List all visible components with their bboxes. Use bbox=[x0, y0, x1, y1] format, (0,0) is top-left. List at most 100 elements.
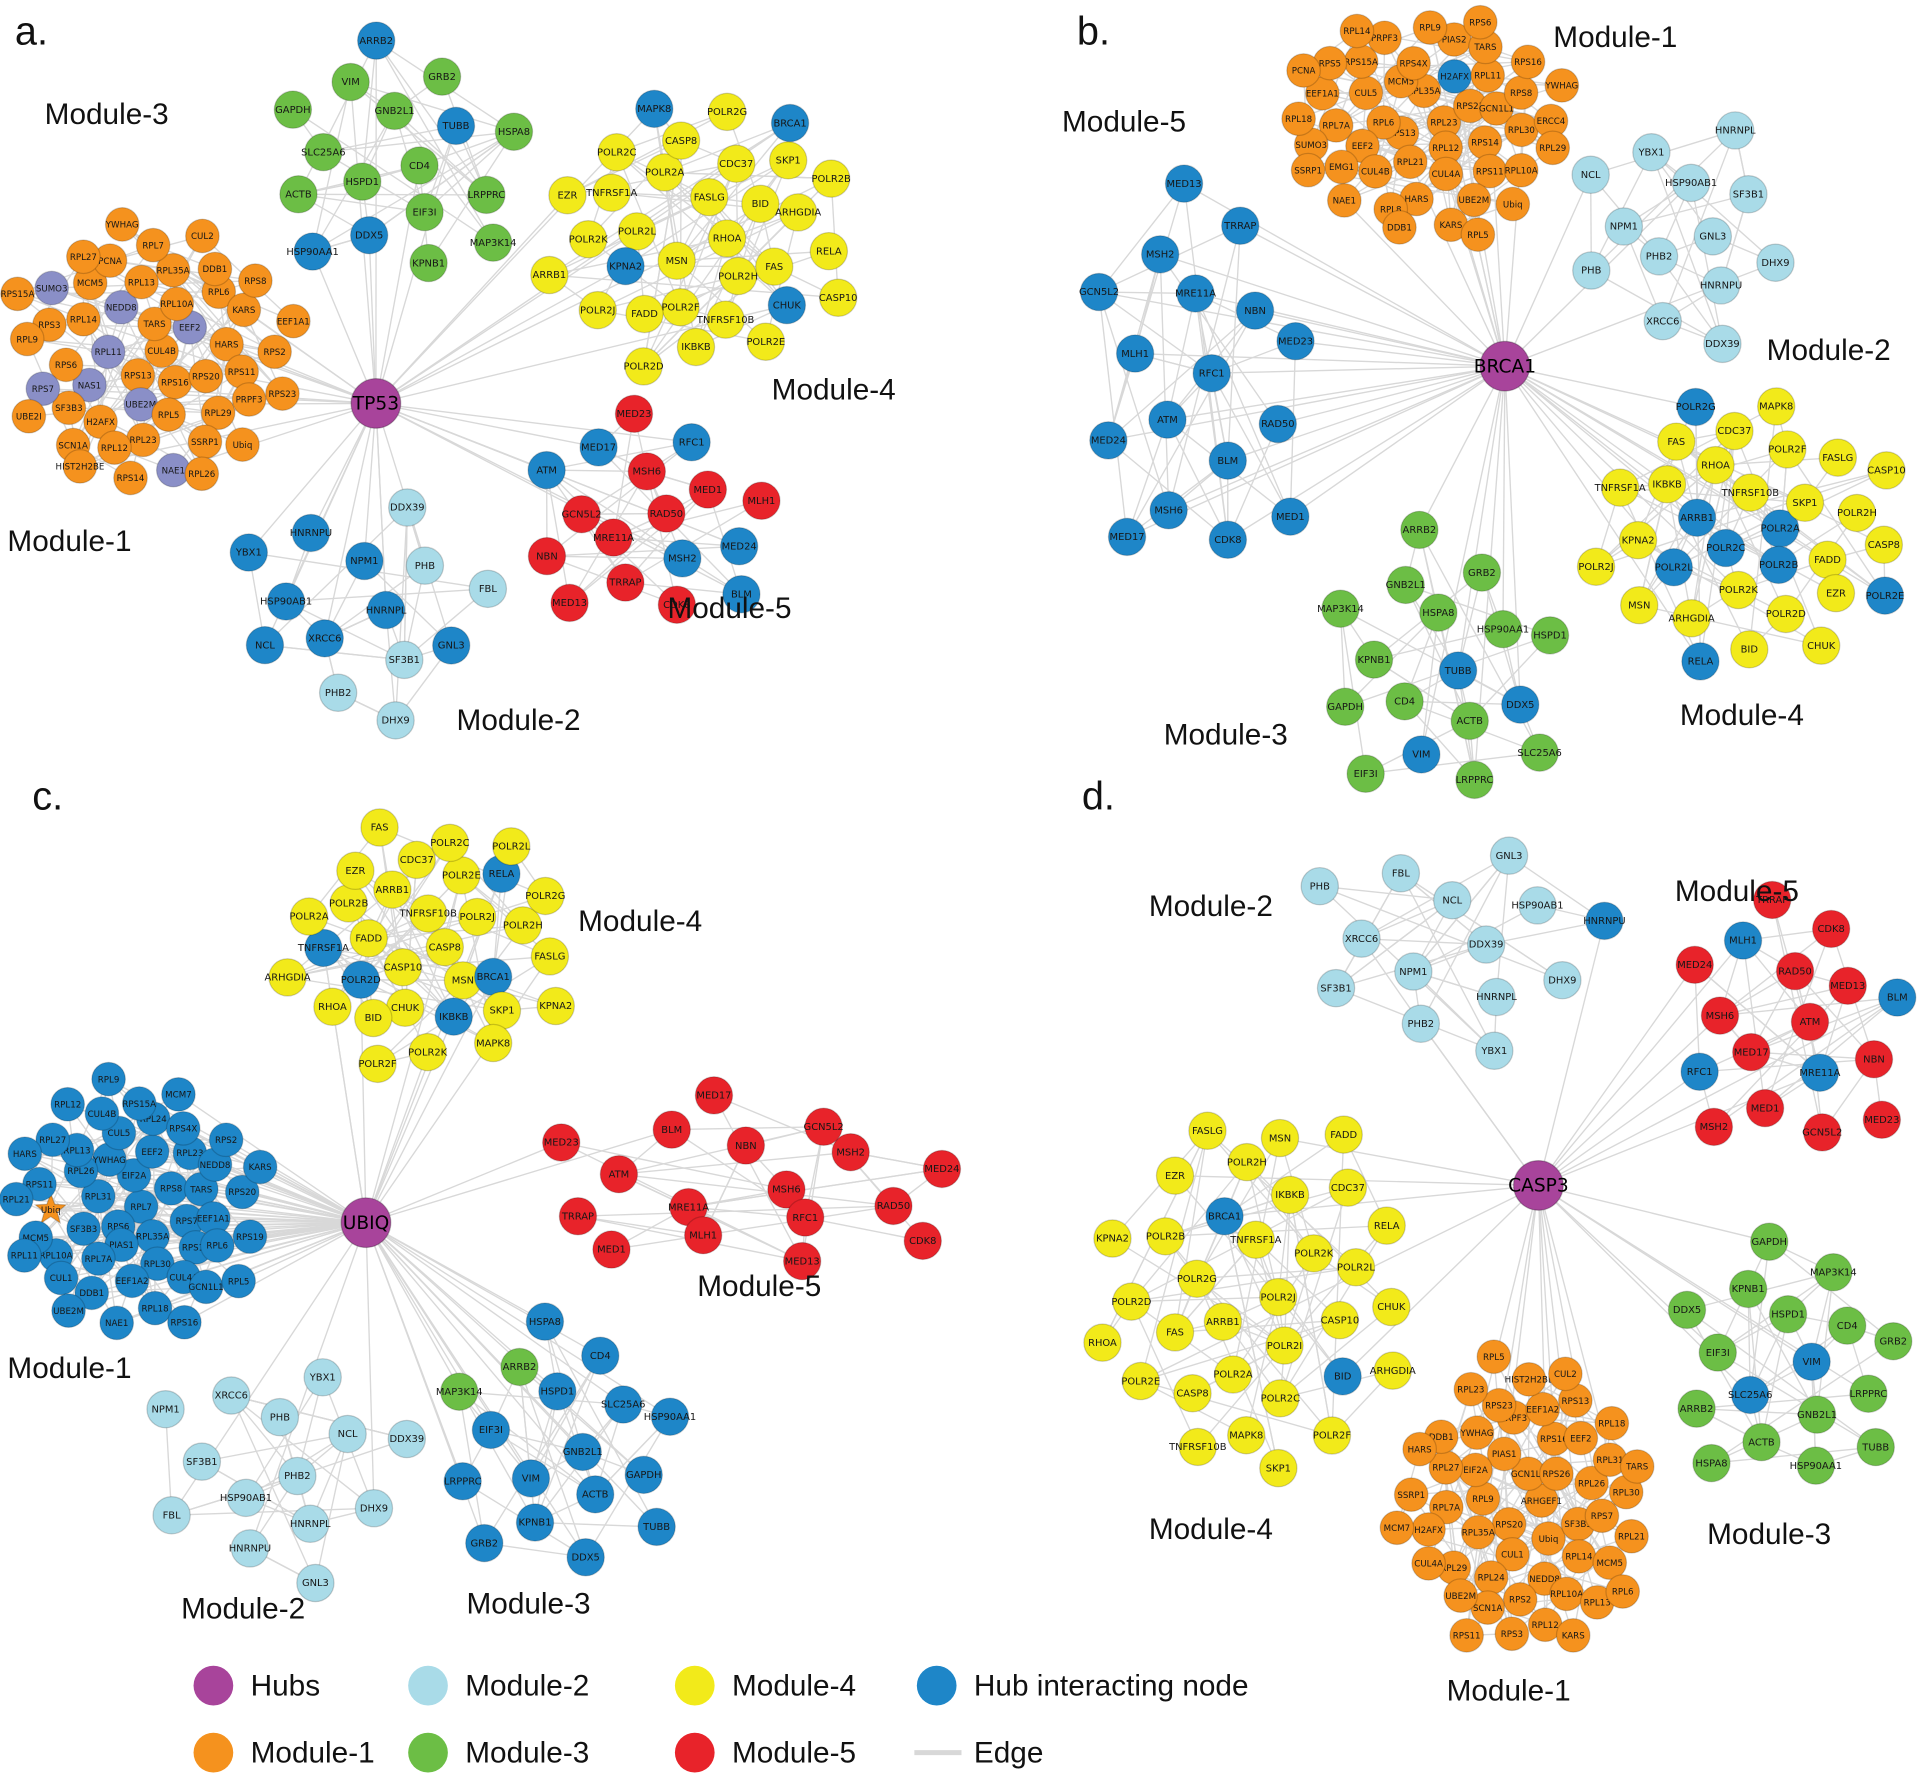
node-label: EIF3I bbox=[412, 207, 436, 218]
node-FADD: FADD bbox=[625, 294, 664, 334]
node-RPL27: RPL27 bbox=[1428, 1450, 1464, 1485]
node-label: YWHAG bbox=[1544, 82, 1578, 92]
node-POLR2E: POLR2E bbox=[442, 856, 481, 895]
node-label: NBN bbox=[1863, 1054, 1885, 1065]
node-GNB2L1: GNB2L1 bbox=[563, 1432, 603, 1472]
node-circle bbox=[1115, 334, 1155, 373]
node-CDC37: CDC37 bbox=[1715, 411, 1754, 451]
node-label: HSPD1 bbox=[1533, 631, 1567, 642]
node-RPL12: RPL12 bbox=[1527, 1607, 1563, 1643]
node-circle bbox=[1477, 977, 1516, 1017]
edge bbox=[664, 171, 775, 268]
node-circle bbox=[755, 247, 794, 286]
node-circle bbox=[1701, 266, 1741, 305]
node-label: RPS14 bbox=[1471, 139, 1499, 149]
node-circle bbox=[1300, 866, 1339, 906]
node-circle bbox=[184, 456, 220, 492]
hub-label: TP53 bbox=[352, 394, 399, 415]
node-label: MLH1 bbox=[748, 496, 776, 507]
node-HSP90AB1: HSP90AB1 bbox=[220, 1478, 272, 1518]
node-RPS8: RPS8 bbox=[237, 263, 273, 299]
node-circle bbox=[1535, 130, 1571, 166]
node-GNL3: GNL3 bbox=[296, 1563, 335, 1603]
edge bbox=[1675, 441, 1781, 530]
node-label: H2AFX bbox=[1414, 1526, 1443, 1536]
edge bbox=[1420, 612, 1440, 755]
node-circle bbox=[1459, 1415, 1495, 1451]
node-YWHAG: YWHAG bbox=[1459, 1415, 1495, 1451]
node-circle bbox=[91, 1061, 126, 1097]
node-FBL: FBL bbox=[1381, 854, 1421, 893]
node-POLR2J: POLR2J bbox=[1576, 547, 1616, 586]
node-label: EIF2A bbox=[122, 1171, 147, 1181]
node-circle bbox=[1677, 498, 1717, 537]
node-MED17: MED17 bbox=[1107, 517, 1147, 557]
edge bbox=[1794, 970, 1875, 1060]
node-circle bbox=[1618, 520, 1658, 560]
node-HSPD1: HSPD1 bbox=[343, 162, 382, 201]
node-SUMO3: SUMO3 bbox=[34, 270, 70, 306]
edge bbox=[1690, 182, 1724, 345]
module-label: Module-5 bbox=[697, 1270, 821, 1303]
node-label: KPNA2 bbox=[1096, 1234, 1129, 1245]
node-circle bbox=[1768, 430, 1807, 469]
node-circle bbox=[409, 243, 448, 283]
node-label: RPL27 bbox=[70, 253, 97, 263]
node-label: RPL12 bbox=[101, 444, 128, 454]
node-POLR2A: POLR2A bbox=[289, 897, 329, 936]
node-circle bbox=[1411, 1546, 1446, 1581]
node-label: DHX9 bbox=[382, 716, 410, 727]
node-label: FBL bbox=[1392, 868, 1410, 879]
node-circle bbox=[43, 1260, 79, 1296]
node-MED23: MED23 bbox=[614, 394, 654, 434]
node-label: EMG1 bbox=[1329, 163, 1354, 173]
node-label: RPL35A bbox=[136, 1233, 169, 1243]
node-label: RPL24 bbox=[1478, 1574, 1506, 1584]
node-TNFRSF1A: TNFRSF1A bbox=[1594, 468, 1646, 507]
node-label: RPS23 bbox=[269, 390, 297, 400]
node-label: POLR2L bbox=[492, 842, 530, 853]
node-circle bbox=[1083, 1323, 1122, 1362]
node-circle bbox=[388, 488, 427, 527]
node-RPL11: RPL11 bbox=[90, 334, 126, 370]
node-circle bbox=[1604, 207, 1644, 246]
node-label: KARS bbox=[232, 306, 255, 316]
node-DDB1: DDB1 bbox=[1382, 209, 1417, 245]
hub-edge bbox=[365, 956, 551, 1224]
node-circle bbox=[1518, 886, 1557, 925]
edge bbox=[1717, 1351, 1877, 1448]
edge bbox=[1638, 464, 1717, 606]
node-MED23: MED23 bbox=[1276, 321, 1315, 361]
node-MCM7: MCM7 bbox=[161, 1076, 196, 1112]
node-circle bbox=[124, 264, 159, 300]
node-label: LRPPRC bbox=[468, 190, 506, 201]
node-label: KPNA2 bbox=[1622, 535, 1655, 546]
node-circle bbox=[1456, 182, 1492, 218]
node-circle bbox=[1730, 1375, 1770, 1415]
node-DDX39: DDX39 bbox=[1466, 925, 1506, 964]
node-POLR2G: POLR2G bbox=[707, 92, 747, 132]
node-label: MAP3K14 bbox=[1810, 1267, 1857, 1278]
node-circle bbox=[1428, 1489, 1464, 1525]
node-label: FADD bbox=[631, 309, 658, 320]
node-RPS16: RPS16 bbox=[167, 1304, 202, 1340]
node-circle bbox=[741, 184, 780, 224]
node-CDK8: CDK8 bbox=[1208, 520, 1248, 559]
node-circle bbox=[809, 231, 849, 271]
node-NEDD8: NEDD8 bbox=[103, 289, 139, 325]
edge bbox=[546, 545, 740, 557]
node-label: RPL35A bbox=[1462, 1529, 1495, 1539]
edge bbox=[625, 500, 762, 584]
node-GNL3: GNL3 bbox=[1693, 217, 1733, 256]
node-MAPK8: MAPK8 bbox=[1757, 387, 1796, 426]
node-FAS: FAS bbox=[755, 247, 794, 286]
hub-edge bbox=[184, 1222, 367, 1323]
module-label: Module-3 bbox=[1164, 719, 1288, 752]
node-circle bbox=[1816, 573, 1856, 613]
node-POLR2D: POLR2D bbox=[624, 347, 664, 386]
node-label: YWHAG bbox=[92, 1156, 126, 1166]
node-label: MLH1 bbox=[1729, 936, 1757, 947]
node-label: CDK8 bbox=[663, 600, 690, 611]
